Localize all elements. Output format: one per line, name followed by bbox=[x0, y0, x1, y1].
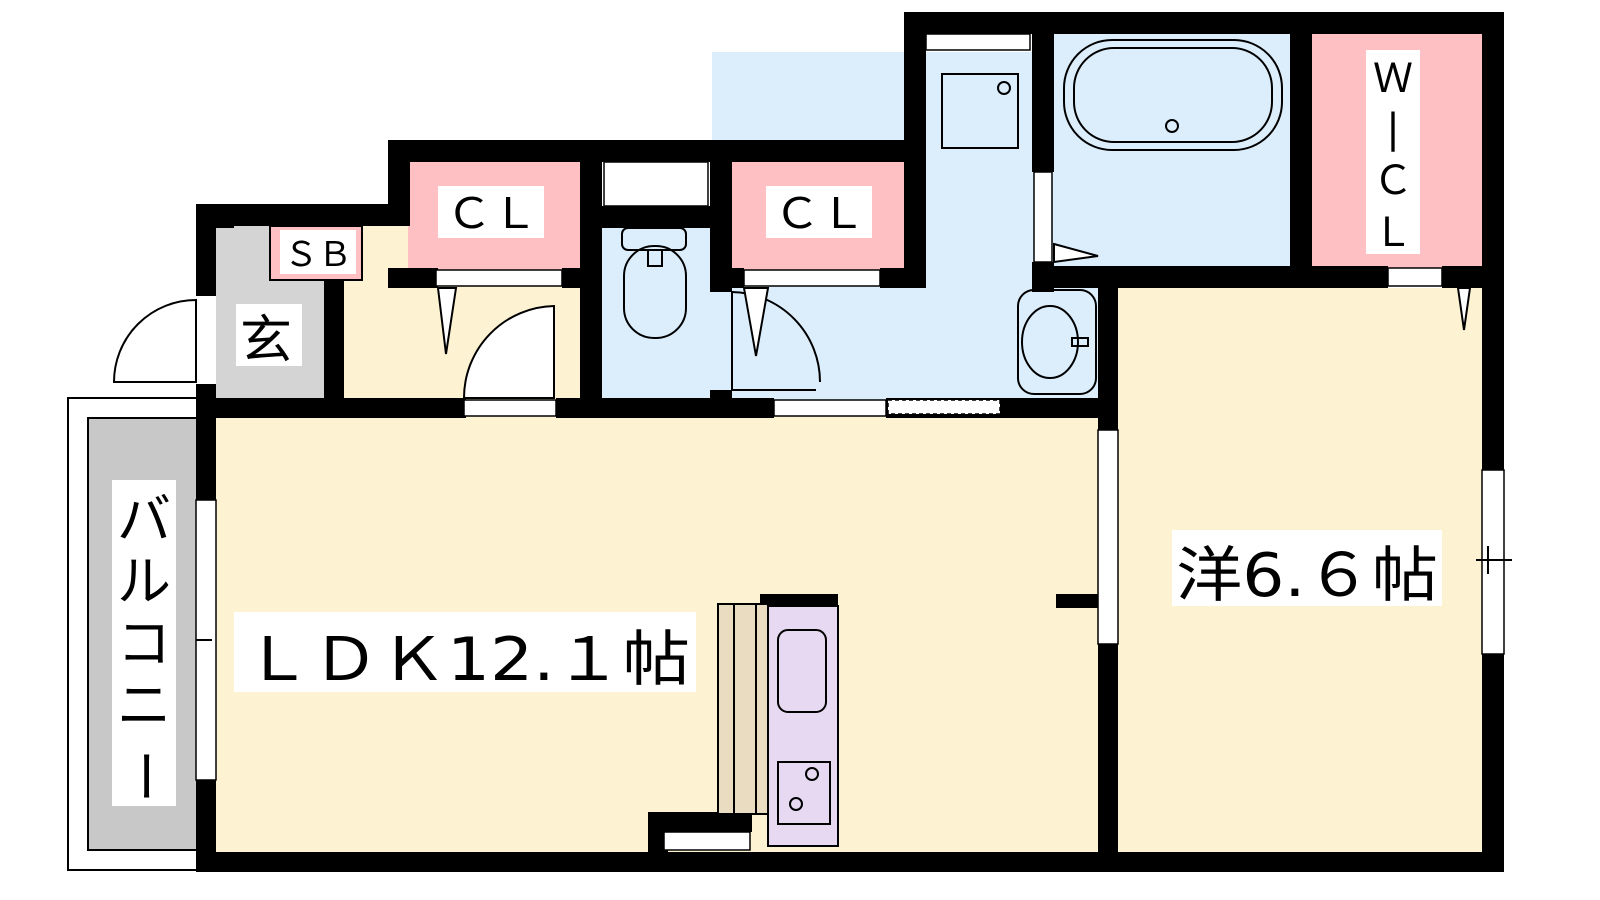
ldk-label: ＬＤＫ12.１帖 bbox=[244, 625, 690, 695]
western-room-label: 洋6.６帖 bbox=[1176, 541, 1438, 611]
entrance-label: 玄 bbox=[240, 311, 292, 371]
toilet-bowl bbox=[623, 245, 687, 339]
toilet-floor bbox=[600, 226, 712, 402]
bathtub bbox=[1063, 39, 1283, 151]
balcony-label-3: コ bbox=[117, 612, 171, 675]
walls bbox=[196, 12, 1504, 872]
balcony-label-5: ー bbox=[113, 749, 176, 803]
kitchen-unit bbox=[767, 605, 839, 847]
wic-label-l: Ｌ bbox=[1373, 210, 1413, 256]
wic-label-c: Ｃ bbox=[1373, 158, 1413, 204]
wash-basin bbox=[1017, 289, 1097, 395]
stove bbox=[777, 761, 831, 825]
sink bbox=[777, 629, 827, 713]
kitchen-counter bbox=[717, 603, 769, 815]
wic-label-w: Ｗ bbox=[1373, 56, 1413, 102]
closet-2-label: ＣＬ bbox=[774, 189, 866, 238]
fixtures bbox=[196, 39, 1512, 847]
labels: ＬＤＫ12.１帖 洋6.６帖 玄 ＳＢ ＣＬ ＣＬ Ｗ | Ｃ Ｌ バ ル コ … bbox=[112, 50, 1442, 806]
shoebox-label: ＳＢ bbox=[284, 235, 352, 275]
closet-1-label: ＣＬ bbox=[446, 189, 538, 238]
laundry-pan bbox=[941, 73, 1019, 149]
balcony-label-4: ニ bbox=[117, 674, 171, 737]
balcony-label-1: バ bbox=[117, 488, 171, 551]
doors bbox=[112, 242, 1472, 399]
openings bbox=[195, 33, 1505, 851]
balcony-label-2: ル bbox=[117, 550, 171, 613]
wic-label-i: | bbox=[1386, 106, 1399, 152]
